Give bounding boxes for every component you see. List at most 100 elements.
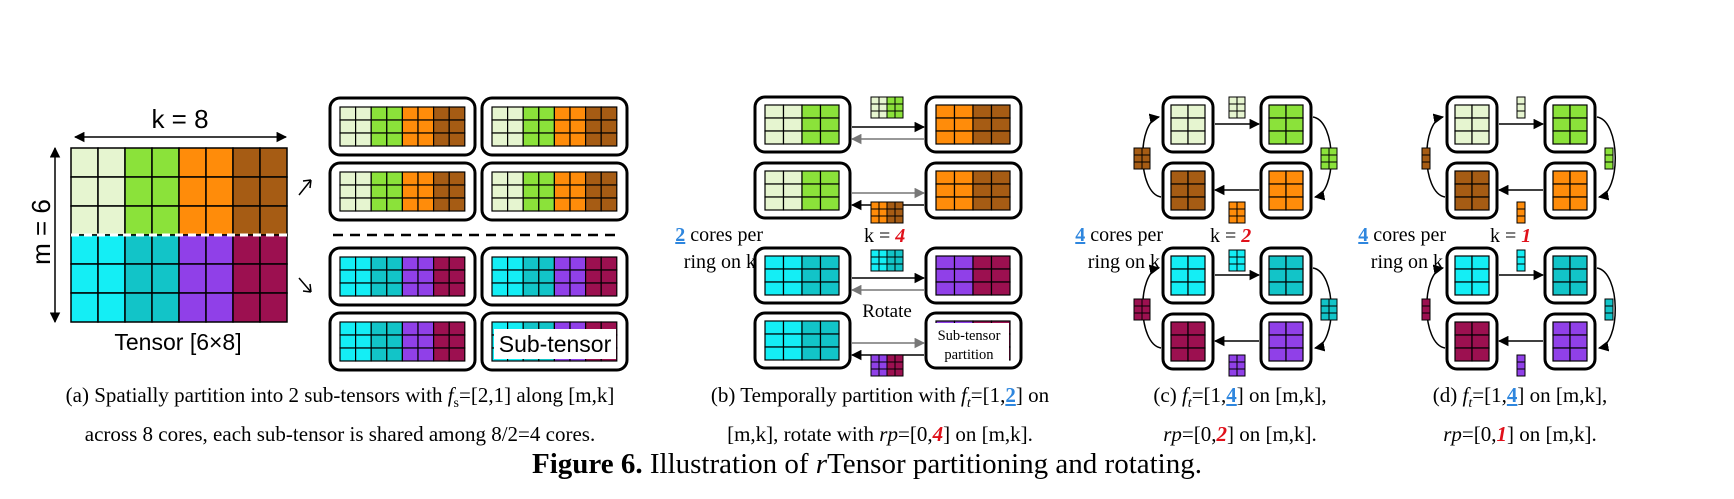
tensor-cell — [507, 132, 524, 147]
tensor-cell — [370, 119, 388, 134]
tensor-cell — [819, 320, 840, 335]
tensor-cell — [1187, 170, 1206, 185]
tensor-cell — [1516, 263, 1526, 272]
k-chunk-label: k = 2 — [1210, 225, 1251, 247]
tensor-cell — [1328, 312, 1338, 321]
tensor-cell — [1268, 255, 1287, 270]
tensor-cell — [870, 215, 880, 224]
tensor-cell — [538, 184, 555, 199]
core — [1259, 246, 1313, 305]
tensor-cell — [433, 334, 450, 349]
cell-grid — [1170, 321, 1206, 362]
tensor-cell — [417, 119, 435, 134]
tensor-cell — [569, 269, 587, 284]
tensor-cell — [886, 103, 896, 112]
tensor-cell — [417, 256, 435, 271]
tensor-cell — [1170, 268, 1189, 283]
tensor-cell — [1268, 196, 1287, 211]
tensor-cell — [819, 170, 840, 185]
tensor-cell — [1170, 196, 1189, 211]
tensor-cell — [522, 119, 540, 134]
tensor-cell — [401, 171, 419, 186]
tensor-cell — [1328, 298, 1338, 307]
rotating-chunk — [870, 96, 904, 119]
tensor-cell — [1552, 130, 1571, 145]
core — [1543, 246, 1597, 305]
tensor-cell — [386, 171, 403, 186]
tensor-cell — [894, 256, 904, 265]
tensor-cell — [259, 147, 288, 178]
tensor-cell — [491, 282, 509, 297]
tensor-cell — [886, 110, 896, 119]
tensor-cell — [1133, 312, 1143, 321]
tensor-cell — [584, 256, 602, 271]
tensor-cell — [1285, 321, 1304, 336]
tensor-cell — [782, 170, 803, 185]
tensor-cell — [584, 119, 602, 134]
core — [753, 161, 852, 220]
tensor-cell — [339, 171, 357, 186]
tensor-cell — [417, 269, 435, 284]
cores-count: 4 — [1358, 224, 1368, 246]
tensor-cell — [600, 282, 618, 297]
tensor-cell — [886, 201, 896, 210]
tensor-cell — [935, 196, 956, 211]
tensor-cell — [401, 119, 419, 134]
tensor-cell — [1471, 130, 1490, 145]
tensor-cell — [894, 263, 904, 272]
tensor-cell — [538, 132, 555, 147]
tensor-cell — [1268, 170, 1287, 185]
tensor-cell — [1516, 96, 1526, 105]
tensor-cell — [1141, 312, 1151, 321]
tensor-cell — [417, 106, 435, 121]
caption-d: (d) ft=[1,4] on [m,k], rp=[0,1] on [m,k]… — [1432, 383, 1608, 447]
tensor-cell — [1170, 334, 1189, 349]
tensor-cell — [1187, 334, 1206, 349]
tensor-cell — [886, 215, 896, 224]
tensor-cell — [491, 171, 509, 186]
tensor-cell — [1471, 281, 1490, 296]
tensor-cell — [433, 256, 450, 271]
tensor-cell — [1471, 104, 1490, 119]
tensor-cell — [886, 96, 896, 105]
m-dimension-label: m = 6 — [26, 199, 56, 265]
tensor-cell — [801, 268, 822, 283]
tensor-cell — [782, 268, 803, 283]
cell-grid — [491, 171, 618, 212]
rotate-label: Rotate — [862, 301, 912, 322]
tensor-cell — [433, 184, 450, 199]
tensor-cell — [819, 268, 840, 283]
core — [1445, 95, 1499, 154]
tensor-cell — [1471, 321, 1490, 336]
tensor-cell — [448, 321, 466, 336]
tensor-cell — [1187, 268, 1206, 283]
tensor-cell — [386, 184, 403, 199]
tensor-cell — [522, 184, 540, 199]
tensor-cell — [1516, 208, 1526, 217]
tensor-cell — [990, 281, 1011, 296]
tensor-cell — [764, 346, 785, 361]
tensor-cell — [401, 321, 419, 336]
tensor-cell — [801, 346, 822, 361]
tensor-cell — [1268, 334, 1287, 349]
tensor-cell — [764, 320, 785, 335]
tensor-cell — [801, 320, 822, 335]
tensor-cell — [801, 130, 822, 145]
tensor-cell — [70, 147, 99, 178]
tensor-cell — [97, 147, 126, 178]
tensor-cell — [1471, 347, 1490, 362]
tensor-cell — [1285, 117, 1304, 132]
tensor-cell — [953, 130, 974, 145]
rotating-chunk — [1516, 354, 1526, 377]
tensor-cell — [386, 197, 403, 212]
tensor-cell — [764, 117, 785, 132]
tensor-cell — [1454, 170, 1473, 185]
tensor-cell — [370, 184, 388, 199]
tensor-cell — [507, 256, 524, 271]
tensor-cell — [1320, 312, 1330, 321]
tensor-cell — [870, 208, 880, 217]
tensor-cell — [1471, 117, 1490, 132]
tensor-cell — [355, 184, 372, 199]
rotating-chunk — [1421, 298, 1431, 321]
tensor-cell — [1170, 170, 1189, 185]
